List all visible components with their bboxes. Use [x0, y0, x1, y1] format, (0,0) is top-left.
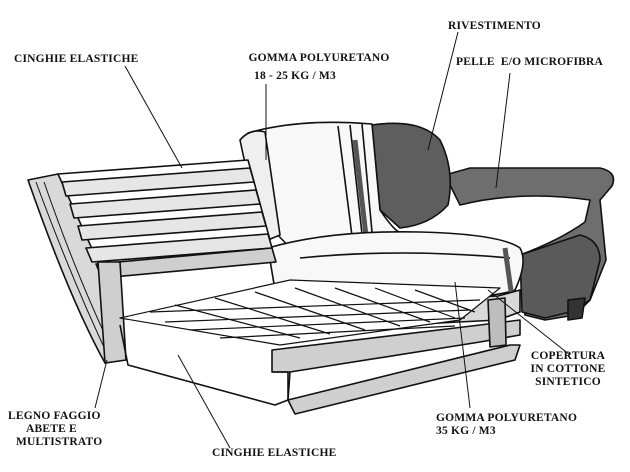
leader-rivestimento: [427, 31, 459, 151]
front-rail-upper: [97, 261, 127, 364]
label-gomma-bottom-title: GOMMA POLYURETANO: [436, 412, 578, 424]
leader-cinghie-bottom: [177, 354, 231, 449]
label-legno-1: LEGNO FAGGIO: [8, 410, 101, 422]
leader-legno: [94, 359, 108, 409]
slat-2: [69, 189, 261, 219]
sofa-foot: [567, 297, 586, 321]
leather-armrest-front: [519, 234, 601, 319]
leader-gomma-bottom: [454, 281, 471, 409]
label-cinghie-elastiche-top: CINGHIE ELASTICHE: [14, 53, 139, 65]
label-cinghie-elastiche-bottom: CINGHIE ELASTICHE: [212, 447, 337, 459]
leader-pelle: [495, 72, 511, 189]
leader-copertura: [487, 289, 571, 356]
leather-back-cushion: [371, 122, 452, 229]
label-copertura-2: IN COTTONE: [530, 363, 606, 375]
label-gomma-bottom-density: 35 KG / M3: [436, 425, 496, 437]
slat-1: [61, 167, 255, 197]
leader-lines: [94, 31, 571, 449]
label-gomma-top-density: 18 - 25 KG / M3: [254, 70, 336, 82]
label-gomma-top-title: GOMMA POLYURETANO: [248, 52, 390, 64]
slat-3: [77, 211, 267, 241]
label-rivestimento: RIVESTIMENTO: [448, 20, 541, 32]
label-legno-3: MULTISTRATO: [16, 436, 103, 448]
base-rail-bottom: [287, 344, 521, 415]
label-copertura-1: COPERTURA: [530, 350, 606, 362]
seat-slat-grid: [119, 279, 501, 346]
leader-cinghie-top: [124, 65, 183, 169]
front-leg: [487, 297, 507, 348]
label-pelle-microfibra: PELLE E/O MICROFIBRA: [456, 56, 604, 68]
label-copertura-3: SINTETICO: [535, 376, 601, 388]
label-legno-2: ABETE E: [26, 423, 77, 435]
